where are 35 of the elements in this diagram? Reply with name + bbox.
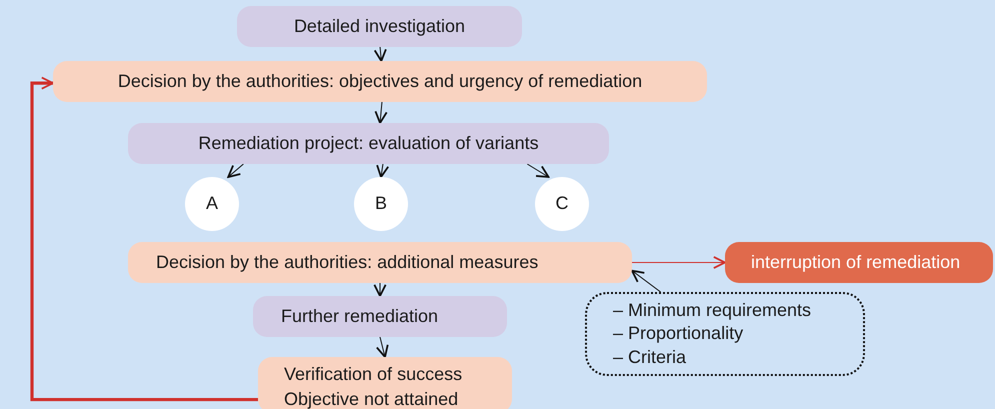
- node-label: Further remediation: [281, 306, 438, 328]
- node-label: C: [556, 193, 568, 215]
- process-box: [253, 296, 507, 337]
- node-label: Decision by the authorities: objectives and urgency of remediation: [118, 70, 642, 92]
- process-box: [128, 242, 632, 283]
- arrow: [376, 164, 390, 178]
- node-label: A: [206, 193, 218, 215]
- arrow: [376, 336, 389, 358]
- node-label: Remediation project: evaluation of variants: [198, 132, 539, 154]
- list-item: – Minimum requirements: [613, 298, 812, 322]
- variant-circle: [185, 177, 239, 231]
- arrow: [632, 256, 726, 269]
- arrow: [374, 102, 388, 124]
- list-item: – Proportionality: [613, 322, 744, 346]
- node-label: interruption of remediation: [751, 252, 960, 274]
- process-box: [53, 61, 707, 102]
- node-label: Decision by the authorities: additional measures: [156, 252, 538, 274]
- variant-circle: [354, 177, 408, 231]
- node-label: Objective not attained: [284, 388, 458, 409]
- arrow: [526, 164, 550, 178]
- arrow: [631, 270, 662, 292]
- arrow: [374, 282, 386, 297]
- node-label: Verification of success: [284, 363, 462, 386]
- arrow: [30, 76, 258, 402]
- arrow: [374, 46, 387, 62]
- arrow: [227, 164, 244, 178]
- process-box: [237, 6, 522, 47]
- process-box: [725, 242, 993, 283]
- node-label: Detailed investigation: [294, 16, 466, 38]
- process-box: [258, 357, 512, 409]
- process-box: [128, 123, 609, 164]
- variant-circle: [535, 177, 589, 231]
- node-label: B: [374, 193, 387, 215]
- list-item: – Criteria: [613, 346, 686, 369]
- criteria-box: [585, 292, 865, 376]
